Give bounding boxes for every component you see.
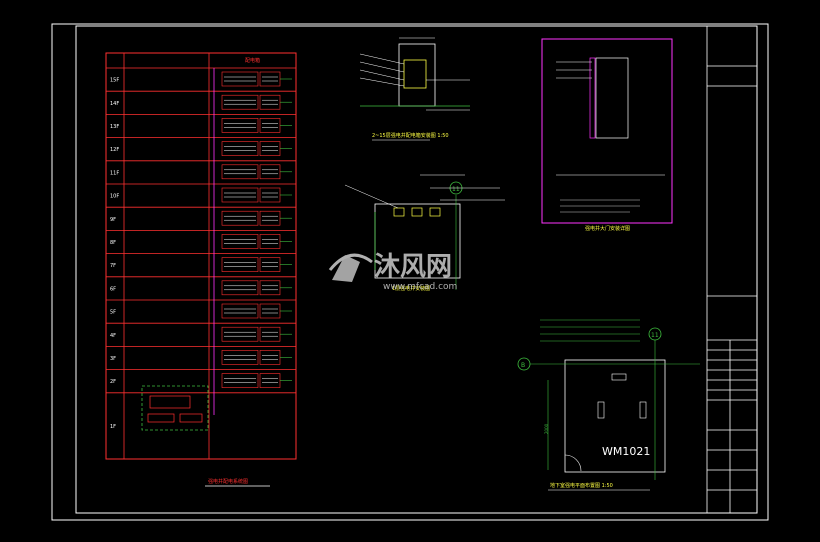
- detail-c-door-frame: [595, 57, 629, 139]
- floor-panel: [221, 326, 259, 342]
- floor-panel: [221, 164, 259, 180]
- floor-label: 1F: [110, 424, 116, 430]
- detail-a-leader-2: [359, 61, 405, 73]
- detail-a-leader-1: [359, 53, 405, 65]
- detail-d-room-label: WM1021: [602, 445, 650, 458]
- detail-b-box-1: [393, 207, 405, 217]
- detail-b-leader-1: [344, 184, 399, 209]
- outer-frame: [51, 23, 769, 521]
- detail-d-axis-bubble-top: [648, 327, 662, 341]
- floor-label: 12F: [110, 147, 119, 153]
- floor-label: 7F: [110, 263, 116, 269]
- detail-b-box-3: [429, 207, 441, 217]
- detail-d-door-swing: [564, 454, 582, 472]
- floor-1-panel: [149, 395, 191, 409]
- floor-label: 11F: [110, 170, 119, 176]
- detail-d-axis-bubble-left: [517, 357, 531, 371]
- floor-subpanel: [259, 280, 281, 296]
- riser-rows: 15F 14F 13F 12F 11F 10F 9F 8F 7F 6F 5F 4F 3F 2F 1F: [106, 67, 296, 430]
- floor-panel: [221, 141, 259, 156]
- detail-d-panel-2: [639, 401, 647, 419]
- watermark-url: www.mfcad.com: [383, 282, 457, 292]
- detail-b-floor-1: 11 1层强电井安装图: [344, 174, 505, 292]
- detail-c-border: [541, 38, 673, 224]
- detail-d-panel-1: [597, 401, 605, 419]
- floor-subpanel: [259, 350, 281, 365]
- floor-subpanel: [259, 141, 281, 156]
- floor-panel: [221, 71, 259, 87]
- detail-d-room: [564, 359, 666, 473]
- floor-1-subpanel: [147, 413, 175, 423]
- floor-subpanel: [259, 373, 281, 388]
- floor-label: 15F: [110, 78, 119, 84]
- detail-b-caption: 1层强电井安装图: [392, 285, 430, 292]
- detail-a-panel-install: 2~15层强电井配电箱安装图 1:50: [359, 37, 470, 141]
- riser-header-cell: 配电箱: [245, 57, 260, 64]
- floor-panel: [221, 303, 259, 319]
- floor-subpanel: [259, 234, 281, 249]
- floor-label: 10F: [110, 194, 119, 200]
- floor-label: 8F: [110, 240, 116, 246]
- detail-d-axis-left-label: B: [521, 362, 525, 369]
- watermark: 沐风网 www.mfcad.com: [328, 252, 457, 292]
- floor-label: 3F: [110, 356, 116, 362]
- floor-subpanel: [259, 210, 281, 226]
- floor-panel: [221, 118, 259, 133]
- floor-panel: [221, 210, 259, 226]
- floor-panel: [221, 234, 259, 249]
- detail-a-leader-3: [359, 69, 405, 81]
- detail-b-box-2: [411, 207, 423, 217]
- floor-panel: [221, 187, 259, 203]
- floor-label: 6F: [110, 286, 116, 292]
- floor-1-panel-box: [141, 385, 209, 431]
- floor-label: 13F: [110, 124, 119, 130]
- floor-subpanel: [259, 257, 281, 272]
- floor-panel: [221, 94, 259, 110]
- detail-c-caption: 强电井大门安装详图: [585, 225, 630, 232]
- floor-subpanel: [259, 187, 281, 203]
- detail-b-axis-label: 11: [452, 186, 460, 193]
- floor-label: 4F: [110, 333, 116, 339]
- riser-diagram-table: 配电箱 15F 14F 13F 12F 11F 10F 9F 8F 7F 6F 5F 4F 3F 2F 1F…: [105, 52, 297, 487]
- floor-subpanel: [259, 71, 281, 87]
- detail-c-door: 强电井大门安装详图: [541, 38, 673, 232]
- detail-d-axis-top-label: 11: [651, 332, 659, 339]
- floor-label: 14F: [110, 101, 119, 107]
- floor-label: 5F: [110, 310, 116, 316]
- floor-subpanel: [259, 164, 281, 180]
- detail-d-basement-plan: 11 B 2000 WM1021 地下室强电平面布置图 1:50: [517, 319, 700, 491]
- detail-a-caption: 2~15层强电井配电箱安装图 1:50: [372, 132, 449, 139]
- floor-panel: [221, 373, 259, 388]
- detail-d-dimension: 2000: [544, 423, 549, 434]
- inner-frame: [75, 25, 758, 514]
- riser-table-border: [105, 52, 297, 460]
- floor-label: 9F: [110, 217, 116, 223]
- watermark-brand: 沐风网: [374, 252, 452, 282]
- detail-a-leader-4: [359, 77, 405, 87]
- floor-panel: [221, 257, 259, 272]
- floor-subpanel: [259, 118, 281, 133]
- detail-c-jamb: [589, 57, 596, 139]
- floor-panel: [221, 350, 259, 365]
- watermark-logo-swoosh: [328, 253, 373, 271]
- floor-label: 2F: [110, 379, 116, 385]
- title-block: [706, 26, 757, 513]
- floor-subpanel: [259, 326, 281, 342]
- watermark-logo-icon: [332, 255, 360, 282]
- floor-subpanel: [259, 303, 281, 319]
- floor-subpanel: [259, 94, 281, 110]
- riser-caption: 强电井配电系统图: [208, 478, 248, 485]
- detail-d-caption: 地下室强电平面布置图 1:50: [550, 482, 613, 489]
- floor-1-subpanel-2: [179, 413, 203, 423]
- detail-d-panel-3: [611, 373, 627, 381]
- floor-panel: [221, 280, 259, 296]
- detail-a-panel: [403, 59, 427, 89]
